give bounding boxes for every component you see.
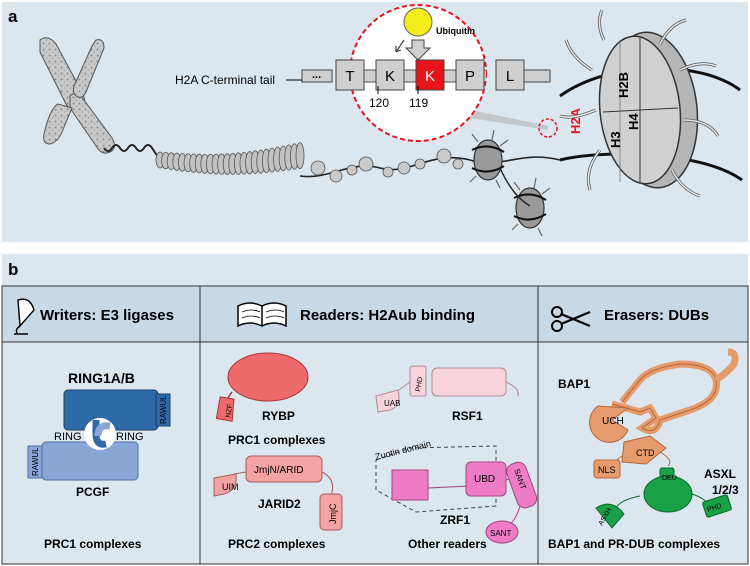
arrow-diagonal-icon — [395, 39, 405, 53]
residue-box — [455, 59, 485, 91]
bap1-protein: UCH CTD NLS — [589, 348, 739, 479]
nucleosome-bead — [346, 164, 358, 176]
prc1-reader-caption: PRC1 complexes — [228, 433, 326, 447]
panel-a-label: a — [8, 7, 18, 26]
ring-left-label: RING — [54, 431, 82, 443]
residue-box — [495, 59, 525, 91]
pcgf-protein: RAWUL — [27, 441, 139, 481]
tail-bar-left — [301, 69, 333, 83]
zoom-target-circle — [538, 118, 558, 138]
rawul-top: RAWUL — [159, 395, 168, 424]
tail-label: H2A C-terminal tail — [175, 73, 275, 87]
jmjn-arid-label: JmjN/ARID — [254, 465, 303, 476]
writers-caption: PRC1 complexes — [44, 537, 142, 551]
panel-b-label: b — [8, 260, 18, 279]
zrf1-label: ZRF1 — [440, 513, 470, 527]
nucleosome-bead — [310, 160, 326, 176]
residue-label: L — [506, 68, 514, 85]
asxl-label: ASXL — [704, 467, 736, 481]
erasers-caption: BAP1 and PR-DUB complexes — [548, 537, 720, 551]
zoom-cone — [462, 108, 548, 130]
residue-label: K — [425, 68, 435, 85]
histone-h4-label: H4 — [626, 113, 641, 130]
nucleosome-beads — [310, 148, 464, 183]
nucleosome-bead — [397, 161, 411, 175]
residue-box — [375, 59, 405, 91]
book-icon — [237, 302, 287, 328]
nls-label: NLS — [598, 465, 616, 475]
ring1-protein: RAWUL — [63, 389, 171, 431]
tail-dots-left: ... — [312, 69, 321, 81]
ring-domain-bottom — [94, 422, 111, 437]
uim-label: UIM — [222, 482, 239, 492]
uab-label: UAB — [384, 399, 400, 408]
jmjc-label: JmjC — [328, 503, 338, 524]
other-readers-caption: Other readers — [408, 537, 487, 551]
chromosome — [39, 37, 116, 154]
panel-b-body — [1, 341, 749, 565]
prc2-caption: PRC2 complexes — [228, 537, 326, 551]
nucleosome-bead — [436, 148, 452, 164]
jarid2-protein: JmjN/ARID UIM JmjC — [213, 455, 343, 531]
deu-label: DEU — [662, 475, 677, 482]
nucleosome-bead — [358, 156, 374, 172]
ubd-label: UBD — [474, 474, 495, 485]
nucleosome-bead — [382, 166, 394, 178]
pcgf-label: PCGF — [76, 485, 109, 499]
ctd-label: CTD — [636, 448, 655, 458]
histone-h2b-label: H2B — [616, 72, 631, 98]
nucleosome-large: H2A H2B H3 H4 — [559, 9, 743, 198]
readers-title: Readers: H2Aub binding — [300, 307, 475, 324]
pen-icon — [14, 298, 35, 335]
residue-box — [335, 59, 365, 91]
phd-eraser-label: PHD — [706, 503, 722, 514]
sant2-label: SANT — [490, 529, 511, 538]
ring-right-label: RING — [116, 431, 144, 443]
arrow-down-icon — [404, 39, 432, 61]
ubiquitin-circle — [403, 7, 433, 37]
dna-coil — [103, 144, 161, 161]
nucleosome-small-2 — [511, 177, 551, 237]
nucleosome-bead — [452, 158, 464, 170]
scissors-icon — [551, 306, 591, 332]
rsf1-protein: PHD UAB — [375, 365, 519, 413]
bap1-label: BAP1 — [558, 377, 590, 391]
nucleosome-small-1 — [469, 129, 509, 189]
linker-dna-2 — [499, 167, 531, 207]
rsf1-label: RSF1 — [452, 409, 483, 423]
histone-h3-label: H3 — [608, 131, 623, 148]
residue-label: P — [465, 68, 475, 85]
rybp-label: RYBP — [262, 409, 295, 423]
residue-label: T — [345, 68, 354, 85]
residue-box — [415, 59, 445, 91]
histone-h2a-label: H2A — [568, 107, 583, 134]
asxl-number: 1/2/3 — [712, 483, 739, 497]
position-119: 119 — [409, 96, 428, 110]
asxl-protein: DEU ASXH PHD — [595, 467, 732, 529]
nucleosome-bead — [329, 169, 343, 183]
phd-reader-label: PHD — [415, 377, 424, 393]
position-120: 120 — [369, 96, 389, 110]
erasers-title: Erasers: DUBs — [604, 307, 709, 324]
writers-title: Writers: E3 ligases — [40, 307, 174, 324]
uch-label: UCH — [602, 416, 624, 427]
rawul-bottom: RAWUL — [31, 447, 40, 476]
chromatin-fiber — [155, 142, 305, 175]
nucleosome-bead — [414, 158, 426, 170]
ring1-label: RING1A/B — [68, 370, 135, 386]
ubiquitin-label: Ubiquitin — [436, 26, 475, 36]
nzf-label: NZF — [225, 404, 234, 419]
fiber-disc — [295, 142, 305, 170]
jarid2-label: JARID2 — [258, 497, 301, 511]
rybp-protein: NZF — [215, 352, 309, 422]
residue-label: K — [385, 68, 395, 85]
